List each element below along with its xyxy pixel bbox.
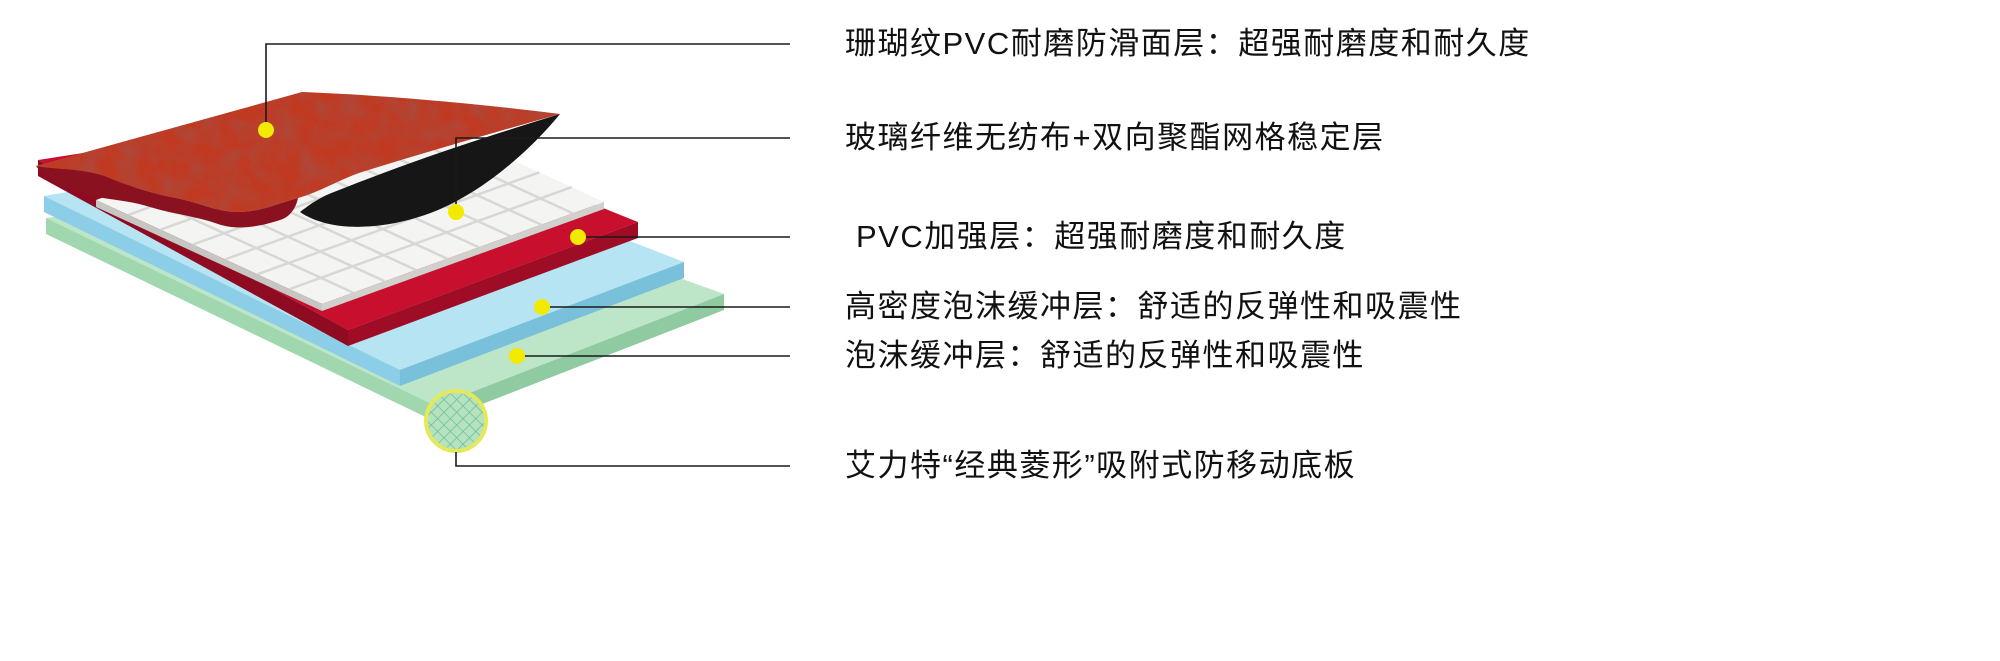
marker-dot-foam-cushion (509, 348, 525, 364)
label-high-density-foam-layer: 高密度泡沫缓冲层：舒适的反弹性和吸震性 (845, 289, 1463, 324)
magnifier-ring (424, 389, 488, 453)
callout-line-stabilizer (455, 137, 790, 212)
callout-high-density-foam (534, 299, 790, 315)
diamond-pattern (426, 391, 486, 451)
label-foam-cushion-layer: 泡沫缓冲层：舒适的反弹性和吸震性 (845, 338, 1365, 373)
surface-red-rolled-edge (36, 166, 298, 228)
marker-dot-wear (258, 122, 274, 138)
label-reinforcement-layer: PVC加强层：超强耐磨度和耐久度 (856, 219, 1347, 254)
marker-dot-reinforcement (570, 229, 586, 245)
callout-line-base-plate (455, 452, 790, 467)
coral-texture (36, 92, 560, 212)
foam-green-left-edge (46, 218, 436, 422)
label-wear-layer: 珊瑚纹PVC耐磨防滑面层：超强耐磨度和耐久度 (845, 26, 1531, 61)
foam-green-right-edge (436, 294, 724, 422)
layer-stabilizer-black (300, 114, 560, 227)
grid-mesh-left-edge (96, 200, 322, 311)
stabilizer-flap (300, 114, 560, 227)
pvc-crimson-right-edge (348, 222, 638, 346)
foam-blue-left-edge (44, 196, 400, 386)
callout-reinforcement-layer (570, 229, 790, 245)
callout-stabilizer-layer (448, 137, 790, 220)
label-base-plate: 艾力特“经典菱形”吸附式防移动底板 (845, 448, 1357, 483)
layer-surface-red (36, 92, 560, 228)
callout-wear-layer (258, 43, 790, 138)
marker-dot-stabilizer (448, 204, 464, 220)
callouts (258, 43, 790, 467)
foam-blue-right-edge (400, 262, 684, 386)
callout-foam-cushion (509, 348, 790, 364)
base-texture-magnifier (424, 389, 488, 453)
callout-base-plate (455, 452, 790, 467)
label-stabilizer-layer: 玻璃纤维无纺布+双向聚酯网格稳定层 (845, 120, 1385, 155)
callout-line-wear (265, 43, 790, 130)
grid-mesh-right-edge (322, 202, 604, 311)
marker-dot-high-density-foam (534, 299, 550, 315)
